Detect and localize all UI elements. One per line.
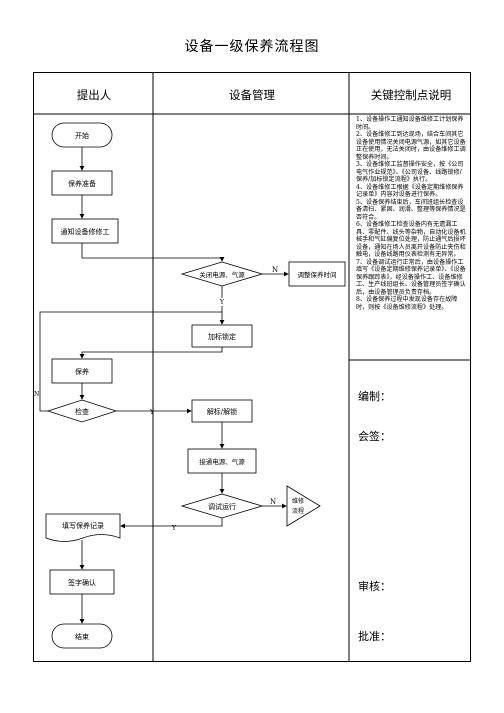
note-1: 1、设备操作工通知设备维修工计划保养时间。: [356, 116, 464, 131]
node-restore-power-label: 接通电源、气源: [199, 457, 245, 466]
node-notify: [51, 218, 119, 244]
column-header-key-control-points: 关键控制点说明: [370, 88, 452, 102]
node-restore-power: [187, 448, 257, 474]
note-8: 8、设备保养过程中发现设备存在故障时，则按《设备维修流程》处理。: [356, 296, 458, 311]
edge-lock-maintain: [79, 347, 223, 359]
edge-notify-cutpower: [81, 243, 225, 262]
node-cut-power-label: 关闭电源、气源: [199, 270, 245, 279]
edge-label-yes-3: Y: [171, 525, 177, 532]
note-7: 7、设备调试运行正常后，由设备操作工填写《设备定期维修保养记录单》、《设备保养跟…: [356, 258, 466, 296]
edge-label-yes-1: Y: [219, 299, 225, 306]
signature-editor: 编制：: [358, 390, 391, 403]
note-5: 5、设备保养结束后，车间班组长检查设备清扫、紧固、润滑、整理等保养情况是否符合。: [356, 198, 466, 221]
node-unlock-label: 解标/解锁: [207, 407, 237, 416]
edge-label-no-3: N: [270, 498, 276, 506]
node-prepare-label: 保养准备: [68, 179, 96, 188]
node-record: [45, 513, 121, 542]
note-4: 4、设备维修工根据《设备定期维修保养记录单》内容对设备进行保养。: [356, 183, 464, 199]
key-control-notes: 1、设备操作工通知设备维修工计划保养时间。 2、设备维修工到达现场，结合车间其它…: [356, 116, 466, 311]
node-end-label: 结束: [75, 632, 89, 641]
node-notify-label: 通知设备修修工: [61, 227, 110, 236]
signature-approve: 批准：: [358, 630, 391, 643]
node-inspect: [46, 399, 118, 423]
node-lock-tag-label: 加标锁定: [208, 332, 236, 341]
column-header-proposer: 提出人: [76, 88, 112, 102]
edge-inspect-loop: [39, 311, 222, 390]
column-header-equipment-management: 设备管理: [229, 88, 275, 102]
node-end: [51, 623, 113, 649]
node-sign: [49, 569, 115, 595]
page-title: 设备一级保养流程图: [184, 39, 320, 55]
edge-inspect-no: [39, 390, 48, 412]
node-maintain: [51, 358, 113, 384]
note-3: 3、设备维修工监督操作安全，按《公司电气作业规范》、《公司设备、线路锁修/保养/…: [356, 161, 464, 183]
node-start-label: 开始: [75, 131, 89, 140]
node-trial-run-label: 调试运行: [208, 502, 236, 511]
node-adjust-time: [288, 261, 346, 287]
note-6: 6、设备维修工检查设备内有无遗漏工具、零配件、线头等杂物，自动化设备机械手和气缸…: [356, 221, 466, 258]
edge-trial-record: [120, 518, 223, 529]
node-maintain-label: 保养: [75, 367, 89, 376]
table-grid: [33, 72, 471, 662]
signature-review: 审核：: [358, 580, 391, 593]
edge-label-yes-2: Y: [149, 409, 155, 416]
node-inspect-label: 检查: [75, 407, 89, 416]
note-2: 2、设备维修工到达现场，结合车间其它设备使用情况关闭电源气源，如其它设备正在使用…: [356, 131, 466, 161]
signature-countersign: 会签：: [358, 430, 391, 443]
edge-label-no-1: N: [272, 266, 278, 274]
node-repair-flow-label-a: 维修: [292, 497, 304, 505]
flowchart-table: 提出人 设备管理 关键控制点说明: [33, 72, 471, 662]
node-record-label: 填写保养记录: [62, 521, 104, 530]
node-repair-flow: [286, 485, 321, 527]
node-adjust-time-label: 调整保养时间: [298, 270, 337, 279]
node-sign-label: 签字确认: [68, 578, 96, 587]
edge-label-no-2: N: [34, 391, 39, 398]
node-repair-flow-label-b: 流程: [292, 507, 304, 515]
